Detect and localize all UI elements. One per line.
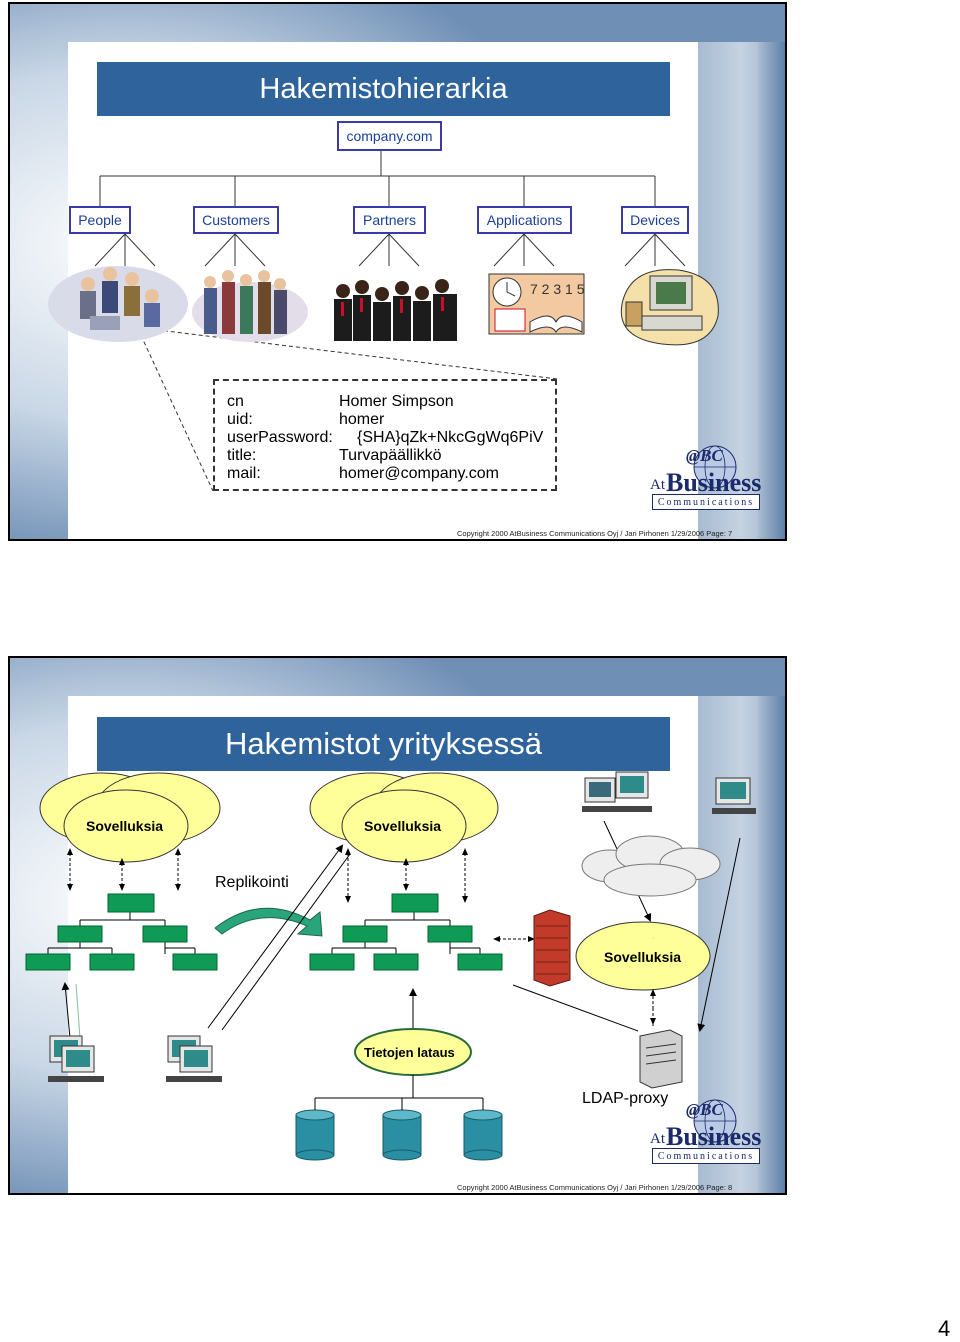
globe-icon [693, 445, 737, 489]
category-applications: Applications [477, 206, 572, 234]
slide-1-title: Hakemistohierarkia [97, 62, 670, 116]
slide-2: Hakemistot yrityksessä Sovelluksia Sovel… [8, 656, 787, 1195]
replication-arrow-icon [214, 907, 323, 937]
page-number: 4 [938, 1316, 951, 1341]
entry-key: cn [227, 393, 244, 410]
entry-value: homer [339, 411, 385, 428]
proxy-server-icon [639, 1029, 683, 1089]
slide-2-footer: Copyright 2000 AtBusiness Communications… [457, 1183, 733, 1192]
logo-business-text: Business [666, 468, 762, 497]
entry-value: {SHA}qZk+NkcGgWq6PiV [357, 429, 544, 446]
apps-label-middle: Sovelluksia [364, 818, 442, 834]
applications-clipart: 7 2 3 1 5 [488, 273, 585, 335]
ldap-entry-box: cn Homer Simpson uid: homer userPassword… [213, 379, 557, 491]
globe-icon [693, 1099, 737, 1143]
directory-tree-left [25, 893, 218, 971]
logo-communications-text: Communications [652, 494, 760, 510]
data-load-label: Tietojen lataus [364, 1045, 455, 1060]
logo-at-text: At [650, 1131, 665, 1147]
category-people: People [69, 206, 131, 234]
ldap-proxy-label: LDAP-proxy [582, 1090, 669, 1107]
entry-value: Turvapäällikkö [339, 447, 442, 464]
database-icons [295, 1075, 503, 1161]
directory-tree-middle [309, 893, 503, 971]
entry-value: homer@company.com [339, 465, 499, 482]
entry-key: userPassword: [227, 429, 333, 446]
apps-label-right: Sovelluksia [604, 949, 682, 965]
slide-1: 7 2 3 1 5 Hakemistohierarkia company.com… [8, 2, 787, 541]
app-ellipse-right [575, 921, 711, 991]
entry-key: uid: [227, 411, 253, 428]
partners-clipart [334, 279, 457, 341]
svg-text:7 2 3 1 5: 7 2 3 1 5 [530, 281, 585, 297]
slide-2-title: Hakemistot yrityksessä [97, 717, 670, 771]
internet-cloud-icon [581, 835, 721, 897]
company-logo: @BC At Business Communications [650, 444, 762, 510]
workstation-icon [48, 771, 756, 1082]
logo-at-text: At [650, 477, 665, 493]
category-partners: Partners [353, 206, 426, 234]
customers-clipart [192, 270, 308, 342]
category-customers: Customers [193, 206, 279, 234]
category-devices: Devices [621, 206, 689, 234]
company-logo: @BC At Business Communications [650, 1098, 762, 1164]
people-clipart [48, 266, 188, 342]
devices-clipart [620, 269, 719, 346]
logo-business-text: Business [666, 1122, 762, 1151]
entry-value: Homer Simpson [339, 393, 454, 410]
firewall-icon [533, 909, 571, 987]
entry-key: mail: [227, 465, 261, 482]
slide-1-footer: Copyright 2000 AtBusiness Communications… [457, 529, 733, 538]
entry-key: title: [227, 447, 257, 464]
app-ellipses-left [39, 772, 221, 863]
app-ellipses-middle [309, 772, 499, 863]
logo-communications-text: Communications [652, 1148, 760, 1164]
root-node-box: company.com [337, 121, 442, 151]
replication-label: Replikointi [215, 874, 289, 891]
logo-bc-text: @BC [686, 446, 723, 465]
apps-label-left: Sovelluksia [86, 818, 164, 834]
logo-bc-text: @BC [686, 1100, 723, 1119]
